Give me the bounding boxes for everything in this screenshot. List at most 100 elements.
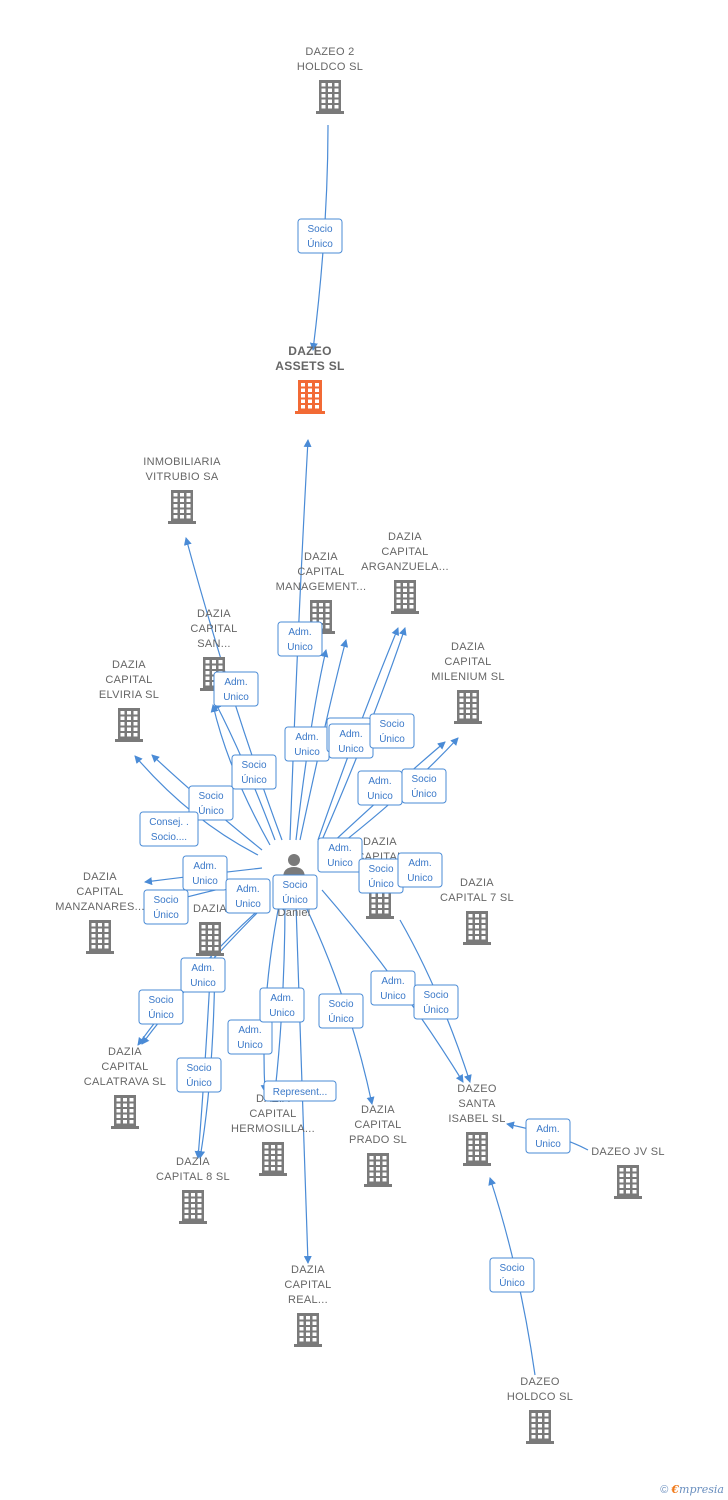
node-label-line: DAZIA [108, 1046, 142, 1058]
relation-label[interactable]: Adm.Unico [277, 621, 323, 657]
relation-label-line: Unico [223, 692, 249, 703]
building-icon [295, 380, 325, 414]
person-icon [283, 854, 305, 878]
relation-label[interactable]: Adm.Unico [328, 723, 374, 759]
relation-label-line: Adm. [536, 1124, 559, 1135]
node-label-line: CAPITAL [381, 546, 428, 558]
relation-label[interactable]: Adm.Unico [317, 837, 363, 873]
relation-label[interactable]: Consej. .Socio.... [139, 811, 199, 847]
node-label-line: CAPITAL [354, 1119, 401, 1131]
relation-label-line: Socio [328, 999, 353, 1010]
node-label-line: DAZIA [363, 836, 397, 848]
relation-label-line: Consej. . [149, 817, 188, 828]
relation-label[interactable]: Adm.Unico [397, 852, 443, 888]
relation-label-line: Socio [307, 224, 332, 235]
node-label-line: PRADO SL [349, 1134, 407, 1146]
relation-label[interactable]: Adm.Unico [284, 726, 330, 762]
relation-label[interactable]: Adm.Unico [182, 855, 228, 891]
relation-label-line: Adm. [193, 861, 216, 872]
company-dazia-capital-hermosilla[interactable]: DAZIACAPITALHERMOSILLA... [231, 1093, 315, 1176]
node-label-line: DAZIA [451, 641, 485, 653]
node-label-line: DAZIA [176, 1156, 210, 1168]
node-label-line: VITRUBIO SA [146, 471, 219, 483]
building-icon [179, 1190, 207, 1224]
relation-label-line: Adm. [339, 729, 362, 740]
node-label-line: SANTA [458, 1098, 496, 1110]
company-dazia-capital-manzanares[interactable]: DAZIACAPITALMANZANARES... [55, 871, 144, 954]
relation-label-line: Adm. [408, 858, 431, 869]
copyright-symbol: © [660, 1484, 669, 1496]
relation-edge [299, 639, 349, 841]
node-label-line: HERMOSILLA... [231, 1123, 315, 1135]
empresia-brand[interactable]: © €mpresia [660, 1483, 724, 1496]
relation-label-line: Unico [367, 791, 393, 802]
building-icon [115, 708, 143, 742]
relation-label[interactable]: Adm.Unico [213, 671, 259, 707]
node-label-line: DAZIA [304, 551, 338, 563]
company-dazia-capital-arganzuela[interactable]: DAZIACAPITALARGANZUELA... [361, 531, 449, 614]
relation-label-line: Socio [153, 895, 178, 906]
relation-label[interactable]: Adm.Unico [225, 878, 271, 914]
company-dazeo-jv[interactable]: DAZEO JV SL [591, 1146, 665, 1199]
node-label-line: DAZEO [457, 1083, 497, 1095]
relation-label-line: Único [282, 893, 308, 906]
node-label-line: DAZIA [388, 531, 422, 543]
relation-label[interactable]: Adm.Unico [259, 987, 305, 1023]
relation-label-line: Socio [368, 864, 393, 875]
node-label-line: MANZANARES... [55, 901, 144, 913]
company-dazia-capital-management[interactable]: DAZIACAPITALMANAGEMENT... [276, 551, 367, 634]
building-icon [463, 911, 491, 945]
node-label-line: DAZEO [520, 1376, 560, 1388]
relation-label[interactable]: Adm.Unico [357, 770, 403, 806]
relation-label-line: Único [198, 804, 224, 817]
relation-label-line: Unico [294, 747, 320, 758]
company-dazia-capital-prado[interactable]: DAZIA CAPITAL PRADO SL [349, 1104, 407, 1187]
relation-label[interactable]: Adm.Unico [525, 1118, 571, 1154]
relation-label-line: Único [307, 237, 333, 250]
node-label-line: DAZEO 2 [305, 46, 354, 58]
relation-label[interactable]: Adm.Unico [227, 1019, 273, 1055]
node-label-line: DAZIA [197, 608, 231, 620]
relation-label[interactable]: Represent... [263, 1080, 337, 1102]
relation-label-line: Unico [287, 642, 313, 653]
node-label-line: CAPITAL [101, 1061, 148, 1073]
relation-label[interactable]: Adm.Unico [180, 957, 226, 993]
company-dazia-capital-real-bottom[interactable]: DAZIACAPITALREAL... [284, 1264, 331, 1347]
relation-label-line: Único [411, 787, 437, 800]
building-icon [463, 1132, 491, 1166]
node-label-line: DAZIA [291, 1264, 325, 1276]
node-label-line: DAZIA [361, 1104, 395, 1116]
company-dazia-partial[interactable]: DAZIA [193, 903, 227, 956]
node-label-line: DAZIA [112, 659, 146, 671]
relation-label-line: Adm. [270, 993, 293, 1004]
relation-label-line: Socio [423, 990, 448, 1001]
node-label-line: DAZIA [193, 903, 227, 915]
node-label-line: CAPITAL 7 SL [440, 892, 514, 904]
building-icon [259, 1142, 287, 1176]
relation-label[interactable]: Adm.Unico [370, 970, 416, 1006]
relation-label-line: Unico [235, 899, 261, 910]
